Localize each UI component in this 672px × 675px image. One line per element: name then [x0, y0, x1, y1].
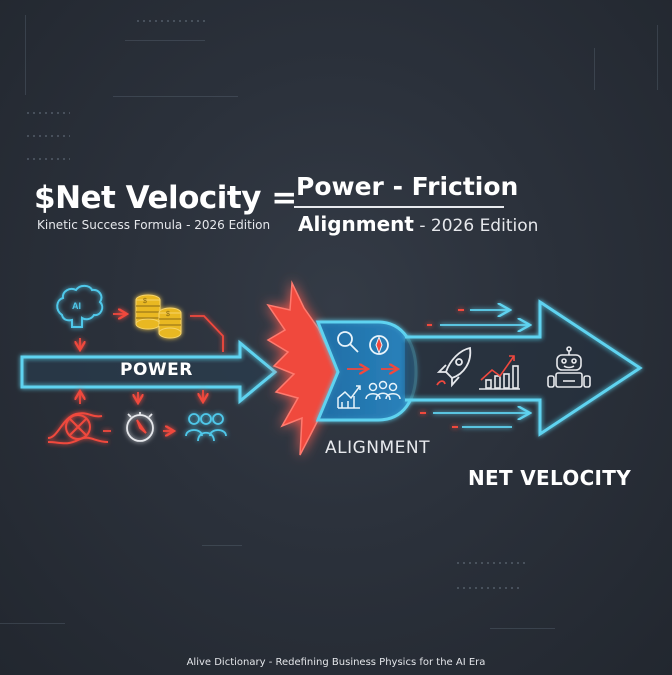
decor-dots	[135, 20, 205, 22]
decor-line	[202, 545, 242, 546]
decor-dots	[455, 587, 520, 589]
robot-icon	[547, 346, 591, 388]
net-velocity-arrow	[405, 299, 643, 437]
power-arrow	[20, 339, 278, 405]
formula-numerator: Power - Friction	[296, 172, 519, 201]
formula-denominator: Alignment - 2026 Edition	[298, 212, 538, 236]
team-icon	[185, 413, 227, 442]
growth-chart-icon	[337, 385, 361, 409]
alignment-label: ALIGNMENT	[325, 438, 431, 458]
power-input-connectors	[80, 314, 224, 431]
decor-line	[125, 40, 205, 41]
decor-dots	[25, 135, 70, 137]
decor-line	[490, 628, 555, 629]
svg-text:AI: AI	[72, 301, 81, 311]
bar-chart-growth-icon	[479, 355, 520, 390]
decor-dots	[25, 112, 70, 114]
stopwatch-icon	[126, 412, 154, 442]
tangled-knot-icon	[47, 412, 109, 445]
coin-stacks-icon: $ $	[135, 294, 182, 339]
friction-burst	[266, 280, 339, 456]
power-label: POWER	[120, 360, 193, 380]
rocket-icon	[436, 346, 472, 388]
decor-line	[25, 15, 26, 95]
formula-lhs: $Net Velocity =	[34, 180, 297, 216]
decor-line	[594, 48, 595, 90]
decor-dots	[25, 158, 70, 160]
ai-brain-icon: AI	[56, 284, 104, 328]
speed-lines	[420, 310, 530, 428]
magnifier-icon	[337, 331, 359, 353]
denominator-edition: - 2026 Edition	[413, 216, 539, 236]
footer-caption: Alive Dictionary - Redefining Business P…	[186, 657, 486, 668]
svg-text:$: $	[166, 311, 170, 318]
formula-subtitle: Kinetic Success Formula - 2026 Edition	[37, 218, 271, 232]
denominator-alignment: Alignment	[298, 212, 414, 236]
svg-text:$: $	[143, 298, 147, 305]
fraction-bar	[294, 206, 504, 208]
decor-line	[113, 96, 238, 97]
decor-dots	[455, 562, 525, 564]
net-velocity-label: NET VELOCITY	[468, 466, 632, 490]
decor-line	[0, 623, 65, 624]
team-icon	[365, 380, 401, 401]
compass-icon	[369, 335, 389, 355]
decor-line	[657, 25, 658, 90]
